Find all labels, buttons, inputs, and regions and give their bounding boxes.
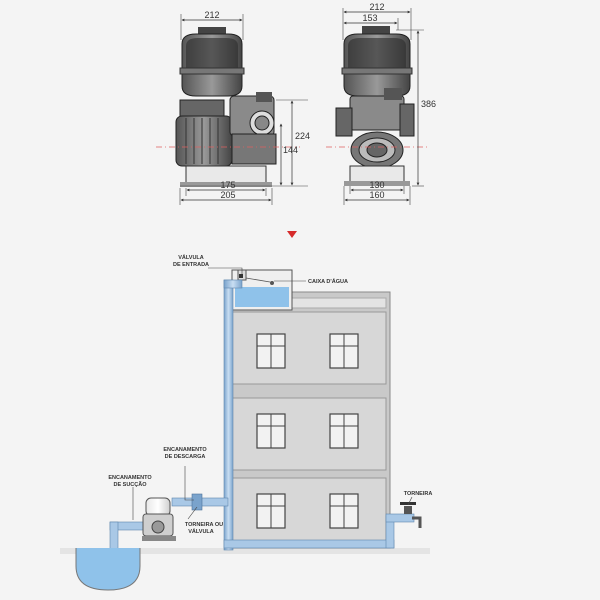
front-dim-base-175: 175 [220, 180, 235, 190]
discharge-valve-icon [191, 493, 203, 511]
front-motor [175, 115, 233, 167]
front-dim-height-224: 224 [295, 131, 310, 141]
label-inlet-valve: VÁLVULA [178, 254, 204, 261]
label-suction-pipe-2: DE SUCÇÃO [113, 481, 147, 488]
side-view-drawing: 212 153 386 130 160 [326, 2, 436, 205]
label-suction-pipe: ENCANAMENTO [108, 475, 152, 481]
side-dim-base-130: 130 [369, 180, 384, 190]
side-dim-inner-width: 153 [362, 13, 377, 23]
distribution-pipe [223, 539, 395, 549]
label-water-tank: CAIXA D'ÁGUA [308, 278, 348, 285]
water-tank-water [235, 287, 289, 307]
label-inlet-valve-2: DE ENTRADA [173, 262, 209, 268]
side-dim-base-160: 160 [369, 190, 384, 200]
faucet-icon [400, 502, 422, 528]
front-tank-cap [198, 27, 226, 35]
water-well [75, 548, 141, 591]
pump-icon [142, 497, 176, 541]
side-dim-height: 386 [421, 99, 436, 109]
down-arrow-marker [287, 231, 297, 238]
front-dim-height-144: 144 [283, 145, 298, 155]
label-discharge-pipe: ENCANAMENTO [163, 447, 207, 453]
label-valve-2: VÁLVULA [188, 528, 214, 535]
label-discharge-pipe-2: DE DESCARGA [165, 454, 206, 460]
riser-pipe [223, 279, 234, 551]
front-view-drawing: 212 224 144 175 205 [156, 10, 310, 205]
front-dim-width: 212 [204, 10, 219, 20]
side-dim-width: 212 [369, 2, 384, 12]
front-dim-base-205: 205 [220, 190, 235, 200]
label-valve: TORNEIRA OU [185, 522, 223, 528]
side-pump-body [349, 95, 405, 131]
installation-scene: VÁLVULA DE ENTRADA CAIXA D'ÁGUA ENCANAME… [60, 254, 433, 591]
label-faucet: TORNEIRA [404, 491, 433, 497]
